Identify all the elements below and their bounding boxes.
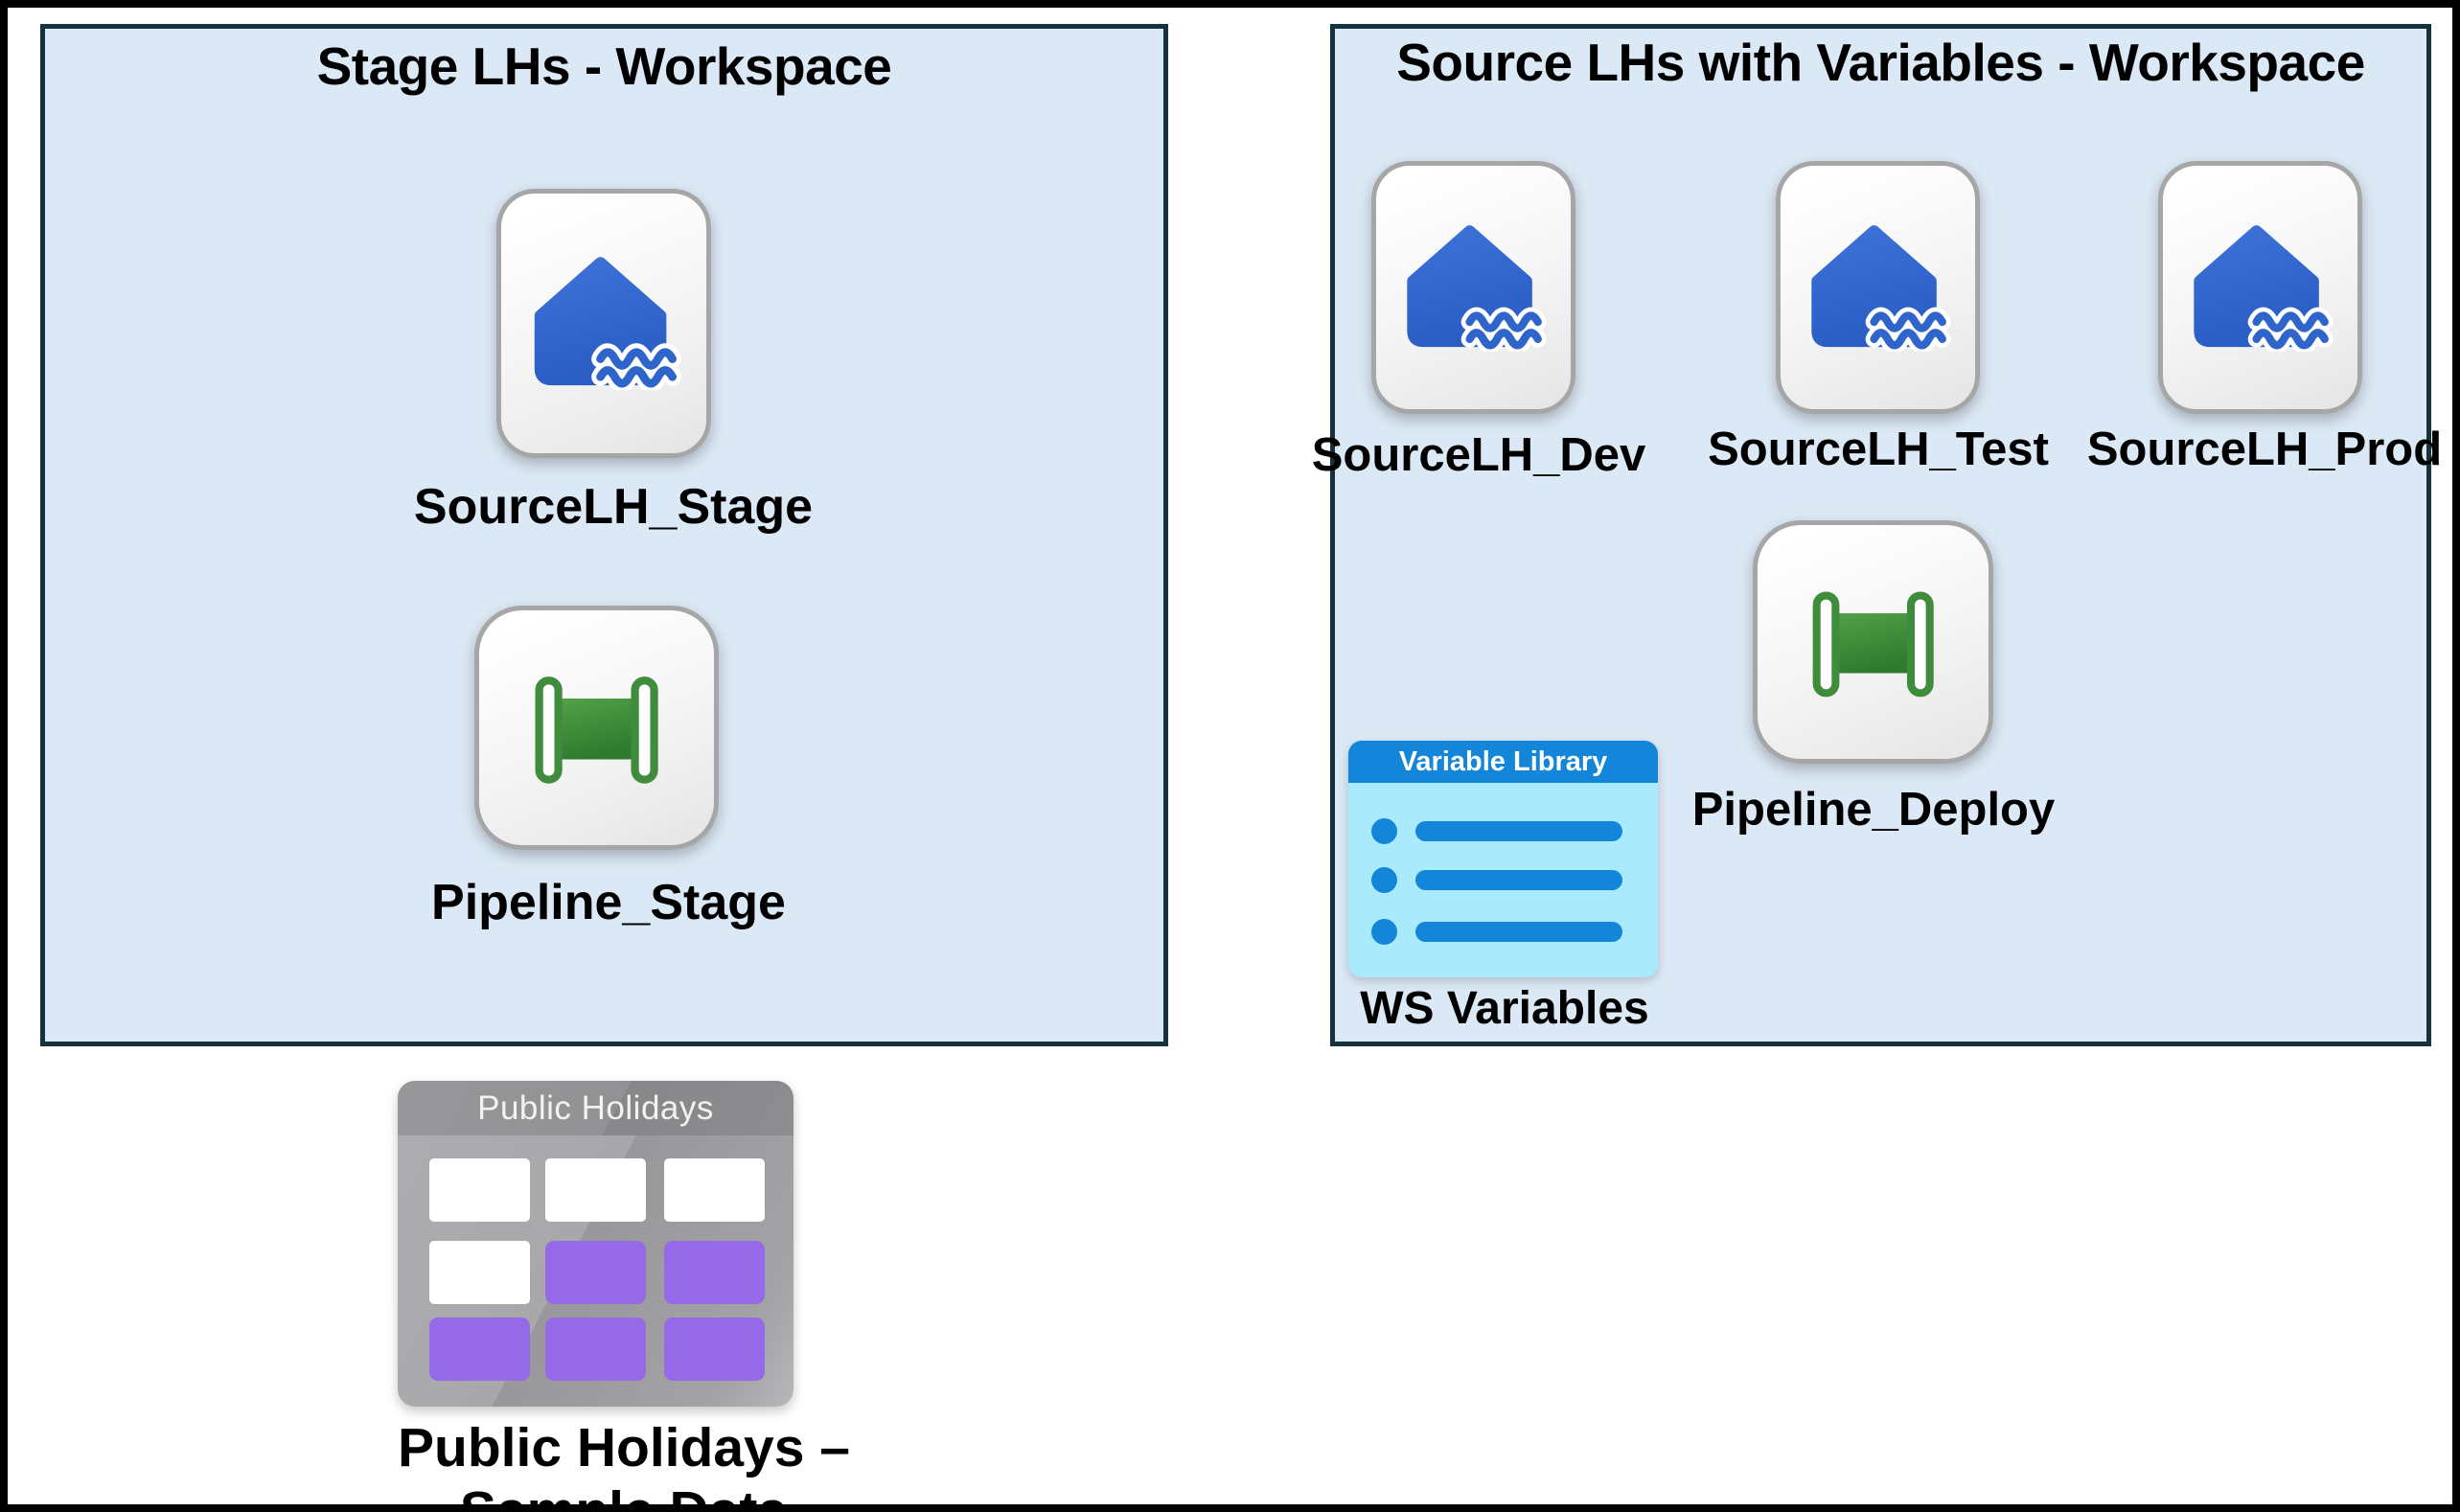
- table-cell: [429, 1241, 530, 1304]
- workspace-title-stage: Stage LHs - Workspace: [316, 36, 892, 96]
- item-label-sourcelh-prod: SourceLH_Prod: [2086, 424, 2443, 475]
- item-label-ws-variables: WS Variables: [1360, 983, 1649, 1034]
- pipeline-tile-stage: [474, 606, 719, 850]
- list-bar: [1415, 870, 1622, 890]
- item-label-pipeline-stage: Pipeline_Stage: [431, 875, 786, 930]
- bullet-dot: [1371, 818, 1397, 844]
- item-label-sourcelh-test: SourceLH_Test: [1708, 424, 2049, 475]
- table-cell: [429, 1158, 530, 1222]
- pipeline-icon: [484, 615, 709, 840]
- workspace-title-source: Source LHs with Variables - Workspace: [1396, 33, 2365, 92]
- lakehouse-icon: [526, 256, 682, 390]
- item-label-sourcelh-dev: SourceLH_Dev: [1311, 429, 1646, 481]
- lakehouse-tile-dev: [1371, 161, 1575, 414]
- item-label-sourcelh-stage: SourceLH_Stage: [413, 479, 814, 535]
- lakehouse-icon: [1399, 224, 1547, 352]
- bullet-dot: [1371, 919, 1397, 945]
- lakehouse-icon: [2186, 224, 2334, 352]
- list-bar: [1415, 821, 1622, 841]
- lakehouse-tile-test: [1776, 161, 1980, 414]
- lakehouse-tile-prod: [2158, 161, 2362, 414]
- item-label-pipeline-deploy: Pipeline_Deploy: [1691, 784, 2056, 836]
- lakehouse-icon: [1804, 224, 1951, 352]
- table-cell: [664, 1158, 765, 1222]
- workspace-box-stage: Stage LHs - Workspace SourceLH_Stage Pip…: [40, 24, 1168, 1046]
- bullet-dot: [1371, 867, 1397, 893]
- sample-data-caption: Public Holidays – Sample Data: [398, 1417, 850, 1512]
- workspace-box-source: Source LHs with Variables - Workspace So…: [1312, 24, 2442, 1046]
- list-bar: [1415, 922, 1622, 942]
- variable-library-header: Variable Library: [1348, 741, 1658, 783]
- variable-library-icon: Variable Library: [1348, 741, 1658, 977]
- table-cell: [664, 1241, 765, 1304]
- table-cell: [545, 1317, 646, 1381]
- table-cell: [664, 1317, 765, 1381]
- table-icon-header: Public Holidays: [398, 1081, 793, 1135]
- lakehouse-tile-stage: [496, 189, 711, 458]
- table-cell: [429, 1317, 530, 1381]
- table-icon: Public Holidays: [398, 1081, 793, 1407]
- table-cell: [545, 1241, 646, 1304]
- pipeline-tile-deploy: [1753, 520, 1993, 764]
- pipeline-icon: [1762, 530, 1984, 754]
- table-cell: [545, 1158, 646, 1222]
